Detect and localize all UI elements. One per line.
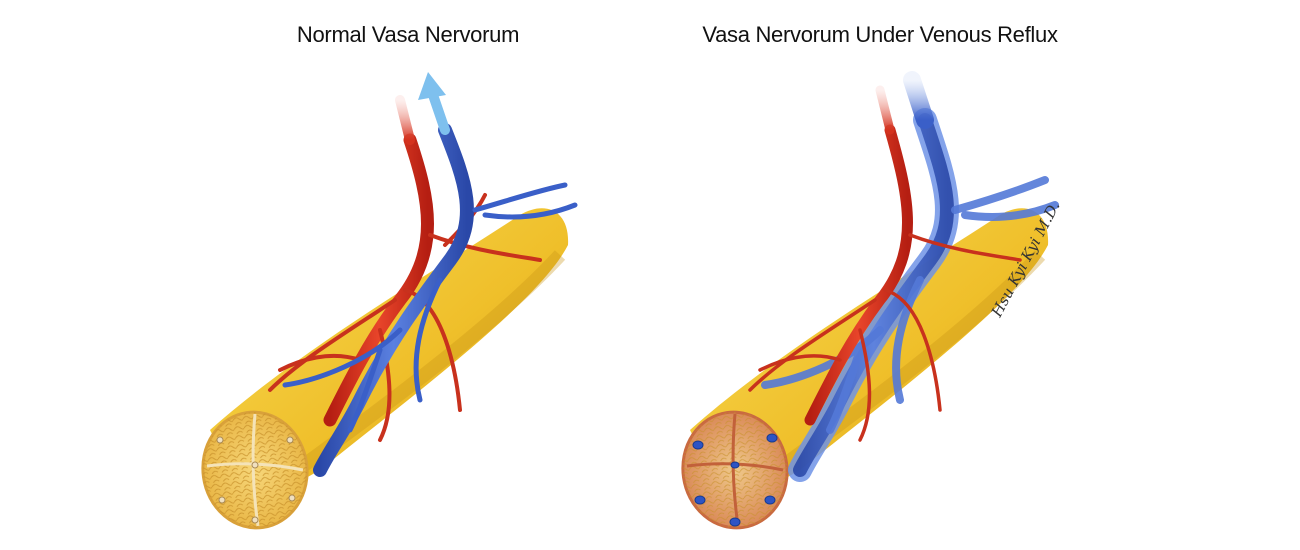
artery-reflux [804,124,913,426]
panel-title-normal: Normal Vasa Nervorum [296,22,520,47]
panel-title-venous-reflux: Vasa Nervorum Under Venous Reflux [702,22,1058,47]
normal-nerve-group [201,72,578,530]
venous-reflux-nerve-group [681,71,1059,530]
artery-normal [323,133,434,427]
blood-flow-arrow [418,72,450,135]
vein-normal [313,123,474,477]
